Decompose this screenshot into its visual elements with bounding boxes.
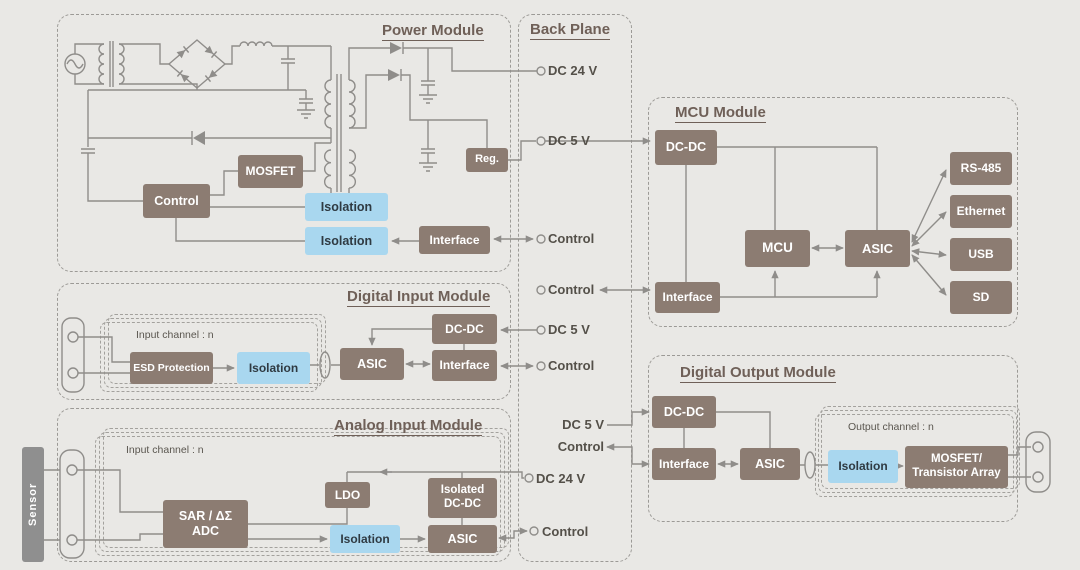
digital-output-driver-block: MOSFET/ Transistor Array [905,446,1008,488]
backplane-control-analog-input: Control [542,524,589,539]
freewheel-diode-icon [88,131,331,145]
backplane-dc24-analog-input: DC 24 V [536,471,586,486]
digital-input-isolation-block: Isolation [237,352,310,384]
backplane-connector-circles [524,66,546,536]
mcu-asic-block: ASIC [845,230,910,267]
mcu-module-title: MCU Module [675,104,766,123]
driver-label-line1: MOSFET/ [930,453,983,466]
digital-input-channel-stack [100,322,318,392]
digital-input-terminal [61,317,85,393]
control-to-mosfet-line [210,170,238,196]
mcu-interface-block: Interface [655,282,720,313]
analog-input-adc-block: SAR / ΔΣ ADC [163,500,248,548]
main-transformer-icon [323,46,357,193]
backplane-control-digital-output: Control [557,439,604,454]
analog-input-channel-stack-mid [99,432,505,552]
transformer-to-mosfet-line [303,142,331,172]
analog-input-channel-stack [95,436,501,556]
backplane-title: Back Plane [530,21,611,40]
digital-output-isolation-block: Isolation [828,450,898,483]
analog-input-channel-label: Input channel : n [126,444,204,456]
analog-input-ldo-block: LDO [325,482,370,508]
reg-to-dc5-line [508,140,536,161]
control-to-isolation2-line [175,218,305,242]
mcu-usb-block: USB [950,238,1012,271]
digital-output-terminal [1025,431,1051,493]
backplane-dc5-power: DC 5 V [548,133,590,148]
adc-label-line2: ADC [191,524,220,538]
digital-output-dcdc-block: DC-DC [652,396,716,428]
analog-input-isolated-dcdc-block: Isolated DC-DC [428,478,497,518]
digital-input-channel-stack-back [108,314,326,384]
analog-input-isolation-block: Isolation [330,525,400,553]
power-module-title: Power Module [382,22,484,41]
mcu-sd-block: SD [950,281,1012,314]
digital-input-wiring [78,326,537,379]
mcu-ethernet-block: Ethernet [950,195,1012,228]
digital-input-dcdc-block: DC-DC [432,314,497,344]
backplane-control-power: Control [548,231,595,246]
power-reg-block: Reg. [466,148,508,172]
analog-input-wiring [77,468,528,543]
digital-input-channel-stack-mid [104,318,322,388]
digital-output-module-container [648,355,1018,522]
backplane-control-mcu: Control [548,282,595,297]
backplane-dc24-power: DC 24 V [548,63,598,78]
isolated-dcdc-label-line1: Isolated [440,484,485,497]
digital-output-interface-block: Interface [652,448,716,480]
analog-input-channel-stack-back [103,428,509,548]
output-cap-5v [419,120,437,172]
driver-label-line2: Transistor Array [912,467,1001,479]
power-interface-block: Interface [419,226,490,254]
digital-input-module-container [57,283,511,400]
power-mosfet-block: MOSFET [238,155,303,188]
digital-output-wiring [606,408,1031,479]
output-channel-label: Output channel : n [848,421,934,433]
power-isolation-bottom-block: Isolation [305,227,388,255]
analog-input-asic-block: ASIC [428,525,497,553]
backplane-dc5-digital-output: DC 5 V [562,417,604,432]
analog-input-module-title: Analog Input Module [334,417,483,436]
digital-input-interface-block: Interface [432,350,497,381]
mcu-dcdc-block: DC-DC [655,130,717,165]
output-channel-stack-mid [818,410,1017,493]
digital-input-channel-label: Input channel : n [136,329,214,341]
dc-filter-stage [81,41,331,202]
power-control-block: Control [143,184,210,218]
digital-output-asic-block: ASIC [740,448,800,480]
output-cap-24v [419,48,437,104]
mcu-wiring [545,137,947,298]
analog-input-module-container [57,408,511,562]
analog-input-sensor-block: Sensor [22,447,44,562]
ac-source-icon [64,53,86,75]
backplane-dc5-digital-input: DC 5 V [548,322,590,337]
analog-input-terminal [44,449,85,559]
digital-output-module-title: Digital Output Module [680,364,836,383]
digital-input-asic-block: ASIC [340,348,404,380]
mcu-module-container [648,97,1018,327]
adc-label-line1: SAR / ΔΣ [178,509,233,523]
mcu-rs485-block: RS-485 [950,152,1012,185]
power-module-container [57,14,511,272]
isolated-dcdc-label-line2: DC-DC [443,498,482,510]
bridge-rectifier-icon [119,39,227,89]
mcu-mcu-block: MCU [745,230,810,267]
input-transformer-icon [74,41,125,87]
backplane-control-digital-input: Control [548,358,595,373]
output-diode-5v [349,69,488,148]
digital-input-module-title: Digital Input Module [347,288,491,307]
power-isolation-top-block: Isolation [305,193,388,221]
digital-input-esd-block: ESD Protection [130,352,213,384]
